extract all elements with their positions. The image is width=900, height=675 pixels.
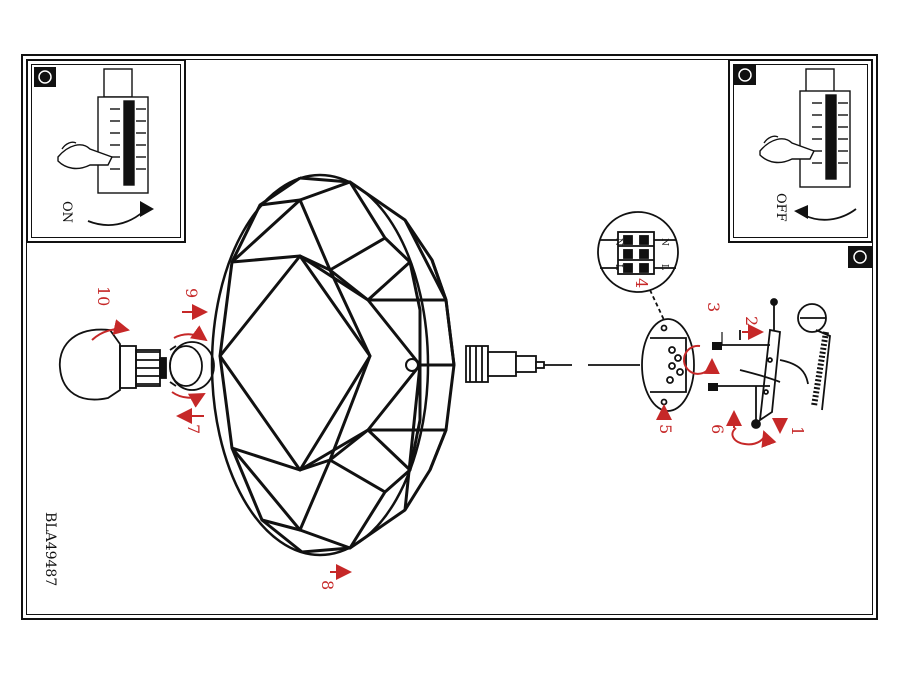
step-2: 2 [742, 316, 761, 326]
step-7: 7 [184, 424, 203, 434]
terminal-label-n-top: N [659, 238, 669, 246]
step-6: 6 [708, 424, 727, 434]
switch-on-label: ON [59, 201, 74, 224]
inner-border [26, 59, 873, 615]
terminal-block-detail [597, 211, 679, 321]
ceiling-wall [708, 331, 829, 407]
switch-off-label: OFF [773, 193, 788, 222]
switch-on-panel: ON [26, 59, 186, 243]
direction-arrows [176, 304, 788, 580]
step-8: 8 [318, 580, 337, 590]
lamp-holder [465, 345, 640, 383]
mains-warning-icon [848, 246, 872, 268]
terminal-label-l-bottom: L [613, 264, 623, 270]
step-5: 5 [656, 424, 675, 434]
step-3: 3 [704, 302, 723, 312]
step-10: 10 [94, 286, 113, 306]
canopy [641, 318, 695, 412]
fuse-box-on-illustration [34, 67, 154, 226]
step-4: 4 [632, 278, 651, 288]
product-code: BLA49487 [42, 512, 58, 587]
terminal-label-n-bottom: N [613, 238, 623, 246]
cage-shade [210, 173, 456, 557]
power-icon-on [34, 67, 56, 87]
power-icon-off [734, 65, 756, 85]
switch-off-panel: OFF [728, 59, 873, 243]
step-1: 1 [788, 426, 807, 436]
mounting-bracket [712, 298, 831, 429]
outer-border [21, 54, 878, 620]
step-numbers: 1 2 3 4 5 6 7 8 9 10 [94, 278, 807, 590]
light-bulb [58, 328, 167, 401]
fuse-box-off-illustration [734, 65, 857, 221]
terminal-label-l-top: L [659, 264, 669, 270]
socket-ring [169, 341, 215, 391]
rotation-arrows [91, 319, 777, 448]
step-9: 9 [182, 288, 201, 298]
